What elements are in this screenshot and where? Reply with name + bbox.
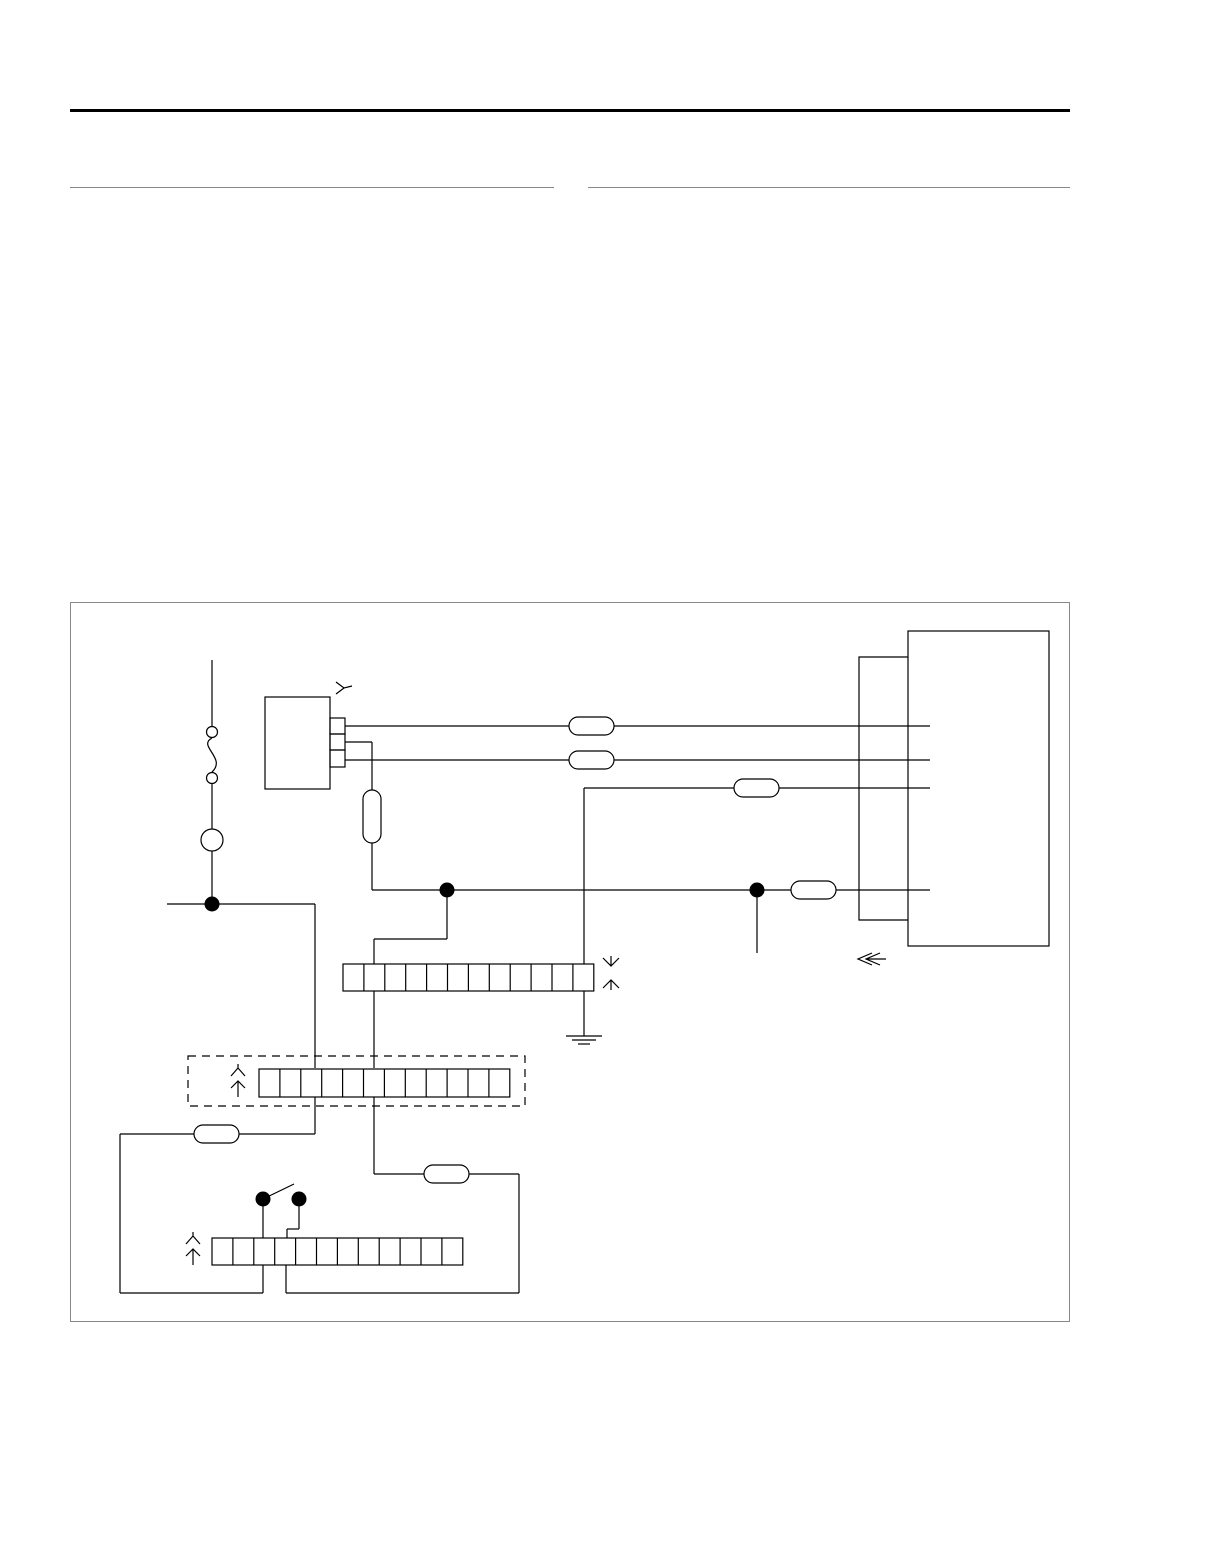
splice-left: [204, 896, 220, 912]
wiring-diagram-svg: [70, 602, 1070, 1322]
connector-symbol-icon: [185, 1232, 201, 1265]
splice-center: [439, 882, 455, 898]
wire-marker-2: [568, 750, 615, 770]
wire-marker-4: [790, 880, 837, 900]
wire-marker-7: [423, 1164, 470, 1184]
fuse-icon: [205, 725, 219, 785]
diagram-border: [70, 602, 1070, 1322]
switch-contact-left: [255, 1191, 271, 1207]
column-rule-right: [588, 187, 1070, 188]
lamp-icon: [200, 828, 224, 852]
top-rule: [70, 109, 1070, 112]
power-feed: [167, 660, 316, 1068]
wire-marker-3: [733, 778, 780, 798]
connector-symbol-icon: [335, 681, 353, 695]
sensor-box: [264, 681, 353, 790]
connector-symbol-icon: [602, 956, 620, 990]
splice-right: [749, 882, 765, 898]
connector-symbol-icon: [856, 952, 886, 966]
wiring-diagram: [70, 602, 1070, 1322]
switch-icon: [262, 1183, 300, 1238]
ground-icon: [566, 991, 602, 1045]
column-rule-left: [70, 187, 554, 188]
connector-frame-dashed: [187, 1055, 526, 1107]
connector-symbol-icon: [230, 1064, 246, 1097]
connector-lower: [211, 1237, 464, 1266]
control-module-box: [856, 630, 1050, 966]
connector-middle: [258, 1068, 511, 1098]
wire-marker-6: [193, 1124, 240, 1144]
wire-marker-1: [568, 716, 615, 736]
connector-upper: [342, 963, 595, 992]
wire-marker-5: [362, 789, 382, 844]
switch-contact-right: [291, 1191, 307, 1207]
